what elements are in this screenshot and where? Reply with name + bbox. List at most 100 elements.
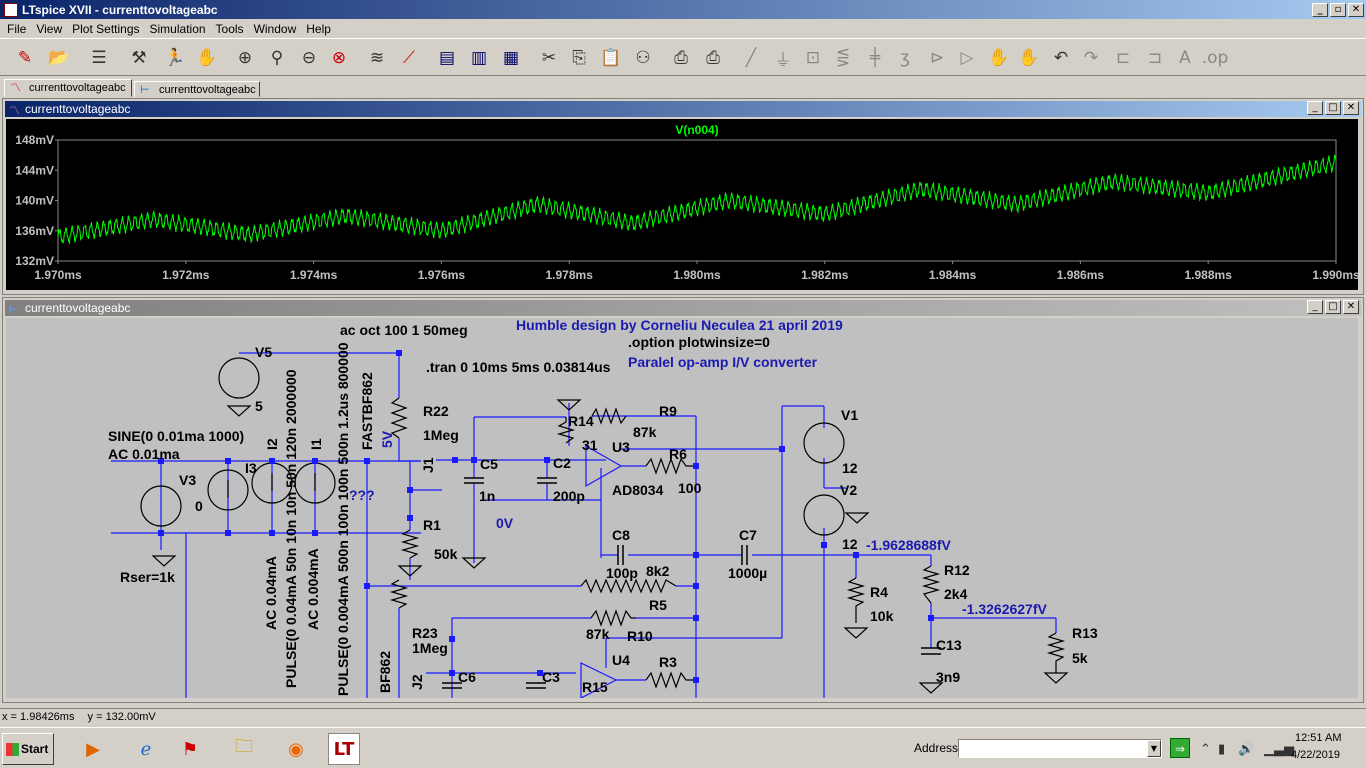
fastbf862-label: FASTBF862 <box>359 372 375 450</box>
x-tick-label: 1.970ms <box>34 268 82 282</box>
rser-value: Rser=1k <box>120 569 175 585</box>
go-icon[interactable]: ⇒ <box>1170 738 1190 758</box>
cascade-icon[interactable]: ▥ <box>470 48 488 68</box>
acrobat-icon[interactable]: ⚑ <box>181 738 199 760</box>
undo-icon[interactable]: ↶ <box>1053 48 1069 68</box>
menu-view[interactable]: View <box>36 21 63 36</box>
new-schematic-icon[interactable]: ✎ <box>17 48 33 68</box>
ground-icon[interactable]: ⏚ <box>774 50 792 71</box>
address-input[interactable] <box>958 739 1162 758</box>
spice-directive-icon[interactable]: .op <box>1201 48 1229 68</box>
mirror-icon[interactable]: ⊐ <box>1147 48 1163 68</box>
run-icon[interactable]: 🏃 <box>164 48 186 68</box>
i1-label: I1 <box>308 438 324 450</box>
r22-label: R22 <box>423 403 449 419</box>
file-explorer-icon[interactable]: 🗀 <box>235 736 253 757</box>
x-tick-label: 1.976ms <box>418 268 466 282</box>
r14-value: 31 <box>582 437 598 453</box>
print-icon[interactable]: ⎙ <box>674 48 688 68</box>
start-button[interactable]: Start <box>2 733 54 765</box>
schem-close-button[interactable]: ✕ <box>1343 300 1359 314</box>
redo-icon[interactable]: ↷ <box>1083 48 1099 68</box>
menu-plot-settings[interactable]: Plot Settings <box>72 21 140 36</box>
halt-icon[interactable]: ✋ <box>196 48 218 68</box>
show-hidden-icons-icon[interactable]: ⌃ <box>1200 742 1211 757</box>
fft-icon[interactable]: ⟋ <box>403 48 415 68</box>
media-player-icon[interactable]: ▶ <box>86 738 100 760</box>
i2-pulse-value: PULSE(0 0.04mA 50n 10n 10n 50n 120n 2000… <box>283 369 299 688</box>
find-icon[interactable]: ⚇ <box>635 48 651 68</box>
drag-icon[interactable]: ✋ <box>1018 48 1040 68</box>
ltspice-taskbar-icon[interactable]: LT <box>328 733 360 765</box>
c3-label: C3 <box>542 669 560 685</box>
menu-help[interactable]: Help <box>306 21 331 36</box>
tile-horizontal-icon[interactable]: ▤ <box>438 48 456 68</box>
grounds <box>151 399 1069 694</box>
schematic-drawing[interactable]: Humble design by Corneliu Neculea 21 apr… <box>6 318 1358 698</box>
r4-label: R4 <box>870 584 888 600</box>
firefox-icon[interactable]: ◉ <box>288 738 304 760</box>
component-icon[interactable]: ▷ <box>960 48 974 68</box>
schem-maximize-button[interactable]: □ <box>1325 300 1341 314</box>
minimize-button[interactable]: _ <box>1312 2 1328 17</box>
clock-time[interactable]: 12:51 AM <box>1295 732 1342 744</box>
tab-waveform[interactable]: 〽 currenttovoltageabc <box>4 79 132 97</box>
hammer-icon[interactable]: ⚒ <box>131 48 147 68</box>
v3-label: V3 <box>179 472 196 488</box>
text-icon[interactable]: A <box>1179 48 1191 68</box>
waveform-icon: 〽 <box>9 104 20 117</box>
zoom-in-icon[interactable]: ⊕ <box>237 48 253 68</box>
open-icon[interactable]: 📂 <box>48 48 70 68</box>
waveform-icon: 〽 <box>10 81 21 94</box>
toolbar: ✎ 📂 ☰ ⚒ 🏃 ✋ ⊕ ⚲ ⊖ ⊗ ≋ ⟋ ▤ ▥ ▦ ✂ ⎘ 📋 ⚇ ⎙ … <box>0 38 1366 76</box>
control-panel-icon[interactable]: ☰ <box>91 48 107 68</box>
menu-tools[interactable]: Tools <box>215 21 244 36</box>
print-setup-icon[interactable]: ⎙ <box>706 48 720 68</box>
inductor-icon[interactable]: ʒ <box>900 48 910 68</box>
r12-value: 2k4 <box>944 586 968 602</box>
tile-vertical-icon[interactable]: ▦ <box>502 48 520 68</box>
cut-icon[interactable]: ✂ <box>541 48 557 68</box>
copy-icon[interactable]: ⎘ <box>572 48 586 68</box>
network-icon[interactable]: ▁▃▅ <box>1264 742 1294 757</box>
menu-simulation[interactable]: Simulation <box>149 21 206 36</box>
close-button[interactable]: ✕ <box>1348 2 1364 17</box>
diode-icon[interactable]: ⊳ <box>929 48 945 68</box>
draw-wire-icon[interactable]: ╱ <box>745 48 757 68</box>
label-net-icon[interactable]: ⊡ <box>805 48 821 68</box>
move-icon[interactable]: ✋ <box>988 48 1010 68</box>
plot-close-button[interactable]: ✕ <box>1343 101 1359 115</box>
tab-label: currenttovoltageabc <box>159 84 256 96</box>
x-tick-label: 1.986ms <box>1057 268 1105 282</box>
schematic-canvas[interactable]: Humble design by Corneliu Neculea 21 apr… <box>6 318 1358 698</box>
autorange-icon[interactable]: ≋ <box>369 48 385 68</box>
zoom-pan-icon[interactable]: ⚲ <box>270 48 284 68</box>
plot-maximize-button[interactable]: □ <box>1325 101 1341 115</box>
capacitor-icon[interactable]: ╪ <box>869 48 881 68</box>
battery-icon[interactable]: ▮ <box>1218 742 1226 757</box>
clock-date[interactable]: 4/22/2019 <box>1291 749 1340 761</box>
restore-button[interactable]: ▫ <box>1330 2 1346 17</box>
volume-icon[interactable]: 🔊 <box>1238 742 1255 757</box>
x-tick-label: 1.984ms <box>929 268 977 282</box>
rotate-icon[interactable]: ⊏ <box>1115 48 1131 68</box>
internet-explorer-icon[interactable]: ℯ <box>140 738 152 760</box>
r5-value: 8k2 <box>646 563 670 579</box>
tab-schematic[interactable]: ⊢ currenttovoltageabc <box>134 81 260 97</box>
schem-minimize-button[interactable]: _ <box>1307 300 1323 314</box>
v1-label: V1 <box>841 407 858 423</box>
plot-minimize-button[interactable]: _ <box>1307 101 1323 115</box>
zoom-fit-icon[interactable]: ⊗ <box>331 48 347 68</box>
menu-window[interactable]: Window <box>253 21 297 36</box>
node-voltage-2: -1.3262627fV <box>962 601 1048 617</box>
trace-label[interactable]: V(n004) <box>675 123 718 137</box>
paste-icon[interactable]: 📋 <box>600 48 622 68</box>
c2-label: C2 <box>553 455 571 471</box>
resistor-icon[interactable]: ⋚ <box>835 48 851 68</box>
menu-file[interactable]: File <box>7 21 27 36</box>
document-tabs: 〽 currenttovoltageabc ⊢ currenttovoltage… <box>0 77 1366 97</box>
zoom-out-icon[interactable]: ⊖ <box>301 48 317 68</box>
address-dropdown-icon[interactable]: ▼ <box>1147 740 1161 757</box>
